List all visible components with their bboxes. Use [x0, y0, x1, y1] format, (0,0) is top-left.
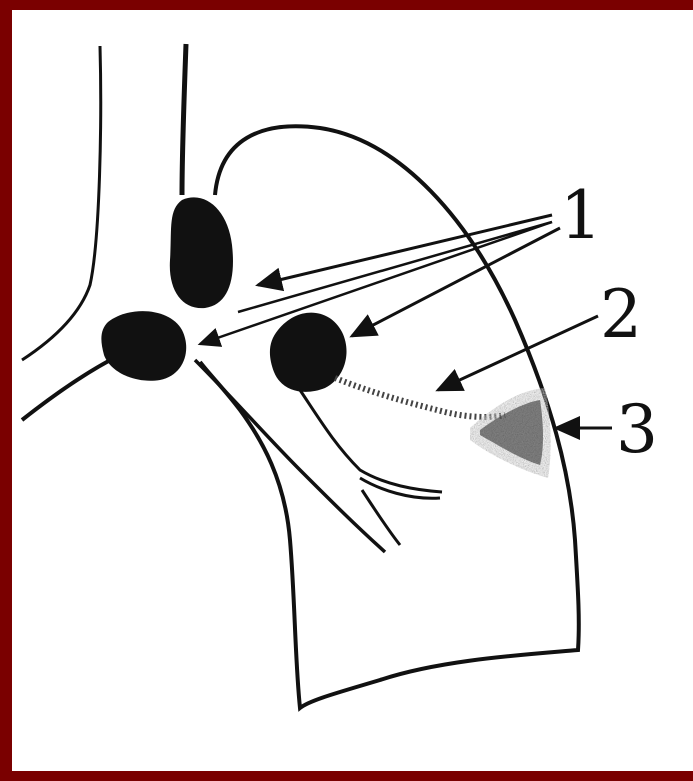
trachea-left-wall	[22, 46, 101, 360]
lymph-node-hilar	[101, 311, 186, 381]
bronchus-main	[22, 355, 120, 420]
arrow-1-upper	[258, 215, 552, 285]
arrow-1-hilar	[200, 222, 552, 344]
arrow-1-pulmonary	[352, 228, 560, 336]
lymphatic-channel	[335, 378, 505, 417]
bronchus-branch-fork-a	[360, 478, 440, 498]
label-3: 3	[616, 391, 658, 468]
lymph-node-upper	[170, 197, 233, 308]
label-1: 1	[560, 177, 602, 254]
trachea-right-wall	[182, 44, 186, 195]
label-2: 2	[600, 276, 642, 353]
